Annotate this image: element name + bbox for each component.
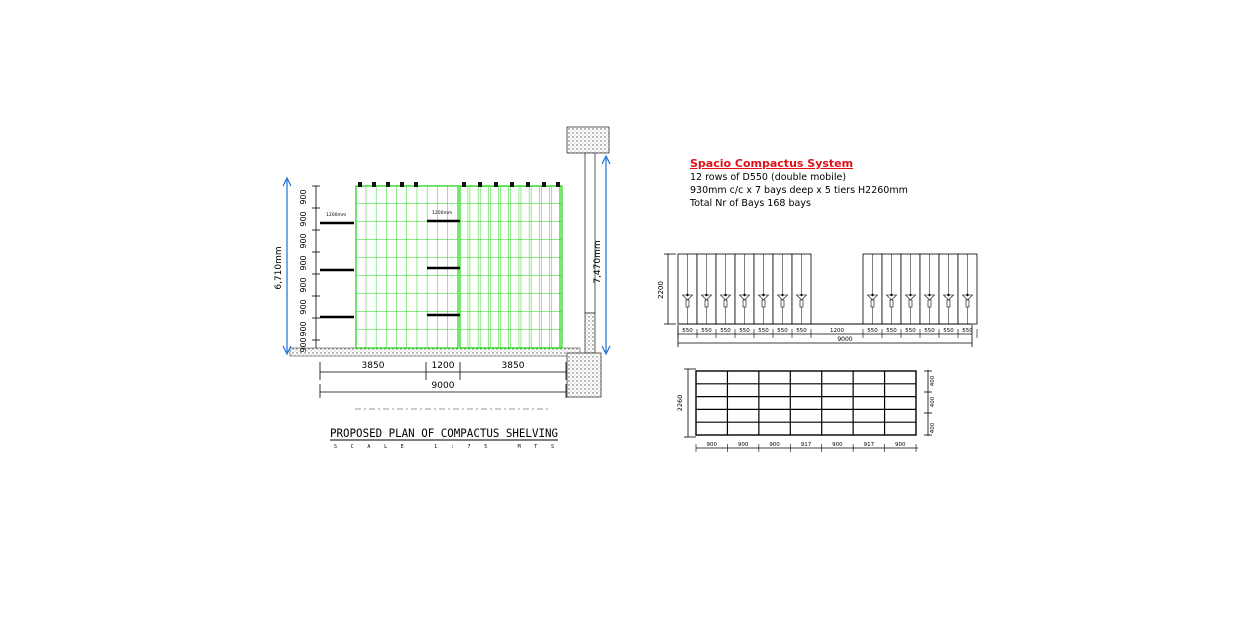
bottom-dim-2: 1200 [432, 361, 455, 371]
right-height-label: 7,470mm [593, 240, 603, 283]
handwheel-icon [681, 293, 694, 308]
row-dim-1: 900 [299, 189, 308, 204]
spec-block: Spacio Compactus System 12 rows of D550 … [690, 156, 950, 210]
side-bay-dim-label: 550 [796, 328, 807, 334]
front-bay-dim-label: 900 [895, 442, 906, 448]
plan-title: PROPOSED PLAN OF COMPACTUS SHELVING [330, 426, 558, 440]
left-dimension-chain [312, 185, 320, 348]
front-grid [696, 371, 916, 435]
mobile-unit [938, 253, 959, 325]
mobile-unit [696, 253, 717, 325]
front-height-dim [684, 368, 696, 438]
side-bay-dim-label: 550 [758, 328, 769, 334]
front-bay-dim-label: 917 [864, 442, 875, 448]
row-dim-5: 900 [299, 277, 308, 292]
handwheel-icon [904, 293, 917, 308]
front-bay-dim-label: 900 [832, 442, 843, 448]
front-elevation: 2260 400 400 400 900 900 900 917 900 917 900 [676, 368, 936, 452]
spec-line-2: 930mm c/c x 7 bays deep x 5 tiers H2260m… [690, 185, 908, 196]
handwheel-icon [719, 293, 732, 308]
row-dim-2: 900 [299, 211, 308, 226]
handwheel-markers [358, 182, 560, 187]
front-bay-dims: 900 900 900 917 900 917 900 [695, 442, 917, 452]
right-wall [566, 126, 610, 398]
front-bay-dim-label: 900 [769, 442, 780, 448]
side-bay-dim-label: 550 [905, 328, 916, 334]
overall-height-dimension: 6,710mm [274, 176, 292, 356]
side-height-label: 2200 [657, 281, 665, 299]
mobile-unit [715, 253, 736, 325]
side-bay-dim-label: 550 [924, 328, 935, 334]
plan-scale: SCALE 1:75 MTS [334, 444, 554, 450]
side-bay-dim-label: 550 [943, 328, 954, 334]
mobile-unit [900, 253, 921, 325]
side-bay-dim-label: 550 [720, 328, 731, 334]
aisle-label-right: 1200mm [432, 210, 452, 216]
row-dim-4: 900 [299, 255, 308, 270]
front-bay-dim-label: 900 [706, 442, 717, 448]
mobile-unit [772, 253, 793, 325]
overall-height-label: 6,710mm [274, 246, 284, 289]
row-dim-8: 900 [299, 337, 308, 352]
tier-dim-2: 400 [930, 396, 936, 407]
side-bay-dim-label: 550 [777, 328, 788, 334]
handwheel-icon [923, 293, 936, 308]
mobile-unit [791, 253, 812, 325]
floor-slab [289, 347, 581, 357]
total-width-label: 9000 [432, 381, 455, 391]
spec-line-3: Total Nr of Bays 168 bays [690, 198, 811, 209]
static-bars [320, 219, 460, 319]
handwheel-icon [942, 293, 955, 308]
side-bay-dims: 550 550 550 550 550 550 550 1200 550 550 550 550 550… [677, 328, 978, 338]
mobile-unit [753, 253, 774, 325]
handwheel-icon [795, 293, 808, 308]
front-bay-dim-label: 900 [738, 442, 749, 448]
tier-dim-3: 400 [930, 422, 936, 433]
bottom-dim-1: 3850 [362, 361, 385, 371]
shelving-block-b [459, 185, 563, 349]
row-dimension-labels: 900 900 900 900 900 900 900 900 [299, 189, 308, 352]
spec-title: Spacio Compactus System [690, 157, 854, 170]
row-dim-7: 900 [299, 321, 308, 336]
side-height-dim [664, 253, 676, 325]
bottom-dimension-chain [319, 362, 567, 398]
mobile-unit [881, 253, 902, 325]
side-units [677, 253, 978, 325]
side-bay-dim-label: 550 [682, 328, 693, 334]
spec-line-1: 12 rows of D550 (double mobile) [690, 172, 847, 183]
right-height-dimension: 7,470mm [593, 154, 611, 356]
row-dim-3: 900 [299, 233, 308, 248]
handwheel-icon [961, 293, 974, 308]
handwheel-icon [776, 293, 789, 308]
side-bay-dim-label: 1200 [830, 328, 844, 334]
mobile-unit [957, 253, 978, 325]
handwheel-icon [885, 293, 898, 308]
front-tier-dim [924, 370, 932, 436]
handwheel-icon [738, 293, 751, 308]
side-bay-dim-label: 550 [962, 328, 973, 334]
front-height-label: 2260 [676, 395, 684, 412]
side-bay-dim-label: 550 [867, 328, 878, 334]
front-bay-dim-label: 917 [801, 442, 812, 448]
mobile-unit [734, 253, 755, 325]
front-frame [695, 370, 917, 436]
bottom-dim-3: 3850 [502, 361, 525, 371]
mobile-unit [862, 253, 883, 325]
side-total-label: 9000 [837, 336, 852, 343]
side-bay-dim-label: 550 [739, 328, 750, 334]
side-bay-dim-label: 550 [886, 328, 897, 334]
mobile-unit [677, 253, 698, 325]
handwheel-icon [700, 293, 713, 308]
mobile-unit [919, 253, 940, 325]
side-bay-dim-label: 550 [701, 328, 712, 334]
plan-view: 900 900 900 900 900 900 900 900 6,710mm … [274, 126, 611, 450]
row-dim-6: 900 [299, 299, 308, 314]
handwheel-icon [757, 293, 770, 308]
tier-dim-1: 400 [930, 375, 936, 386]
handwheel-icon [866, 293, 879, 308]
aisle-label-left: 1200mm [326, 212, 346, 218]
